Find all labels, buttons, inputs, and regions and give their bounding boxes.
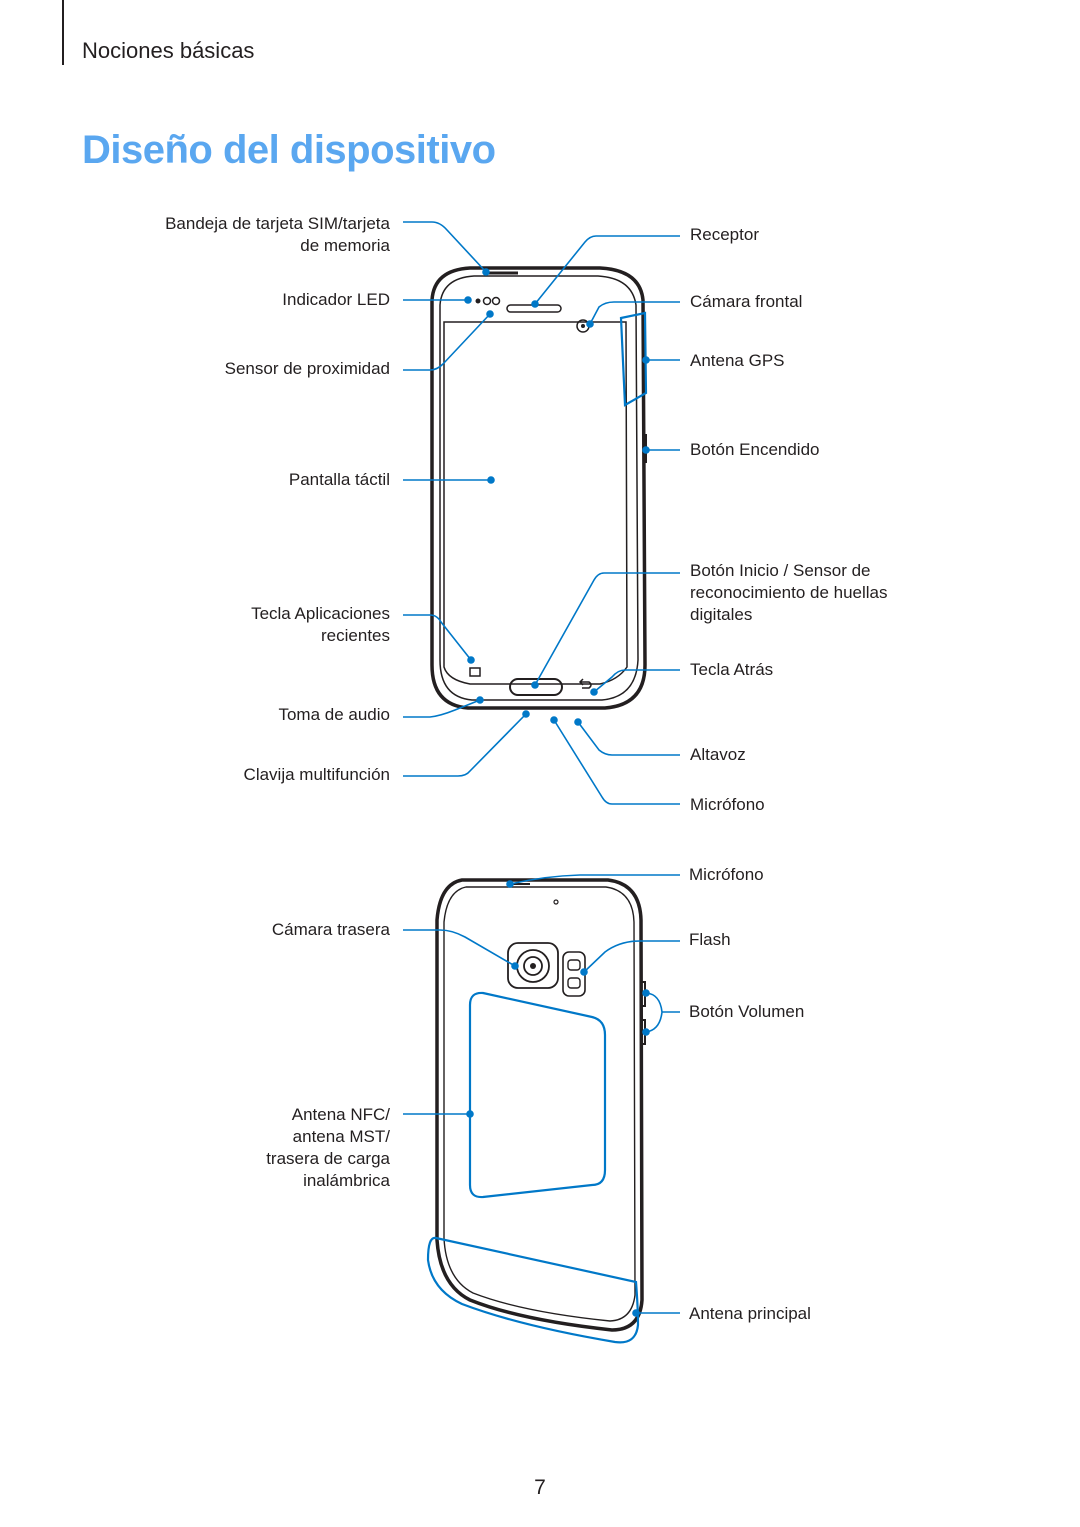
label-multipurpose-jack: Clavija multifunción xyxy=(243,765,390,784)
back-callouts xyxy=(403,874,680,1344)
section-title: Nociones básicas xyxy=(82,38,255,63)
phone-back xyxy=(435,878,646,1332)
label-audio-jack: Toma de audio xyxy=(278,705,390,724)
label-flash: Flash xyxy=(689,930,731,949)
label-front-camera: Cámara frontal xyxy=(690,292,803,311)
label-sim-tray: Bandeja de tarjeta SIM/tarjeta de memori… xyxy=(165,214,390,255)
label-recent-apps-key: Tecla Aplicaciones recientes xyxy=(251,604,390,645)
page-number: 7 xyxy=(534,1476,546,1499)
label-rear-camera: Cámara trasera xyxy=(271,920,390,939)
section-rule xyxy=(62,0,64,65)
label-receiver: Receptor xyxy=(690,225,759,244)
label-speaker: Altavoz xyxy=(690,745,746,764)
phone-front xyxy=(430,266,647,710)
label-home-button: Botón Inicio / Sensor de reconocimiento … xyxy=(690,561,888,624)
back-callout-dots xyxy=(466,880,650,1317)
label-volume-button: Botón Volumen xyxy=(689,1002,805,1021)
label-microphone-bottom: Micrófono xyxy=(690,795,765,814)
label-nfc-antenna: Antena NFC/ antena MST/ trasera de carga… xyxy=(266,1105,390,1190)
page-title: Diseño del dispositivo xyxy=(82,128,496,172)
front-callout-dots xyxy=(464,268,650,726)
label-power-button: Botón Encendido xyxy=(690,440,820,459)
label-touchscreen: Pantalla táctil xyxy=(288,470,390,489)
label-back-key: Tecla Atrás xyxy=(690,660,774,679)
label-led-indicator: Indicador LED xyxy=(282,290,390,309)
front-callouts xyxy=(403,221,680,805)
label-main-antenna: Antena principal xyxy=(689,1304,811,1323)
label-proximity-sensor: Sensor de proximidad xyxy=(224,359,390,378)
label-microphone-top: Micrófono xyxy=(689,865,764,884)
label-gps-antenna: Antena GPS xyxy=(690,351,785,370)
